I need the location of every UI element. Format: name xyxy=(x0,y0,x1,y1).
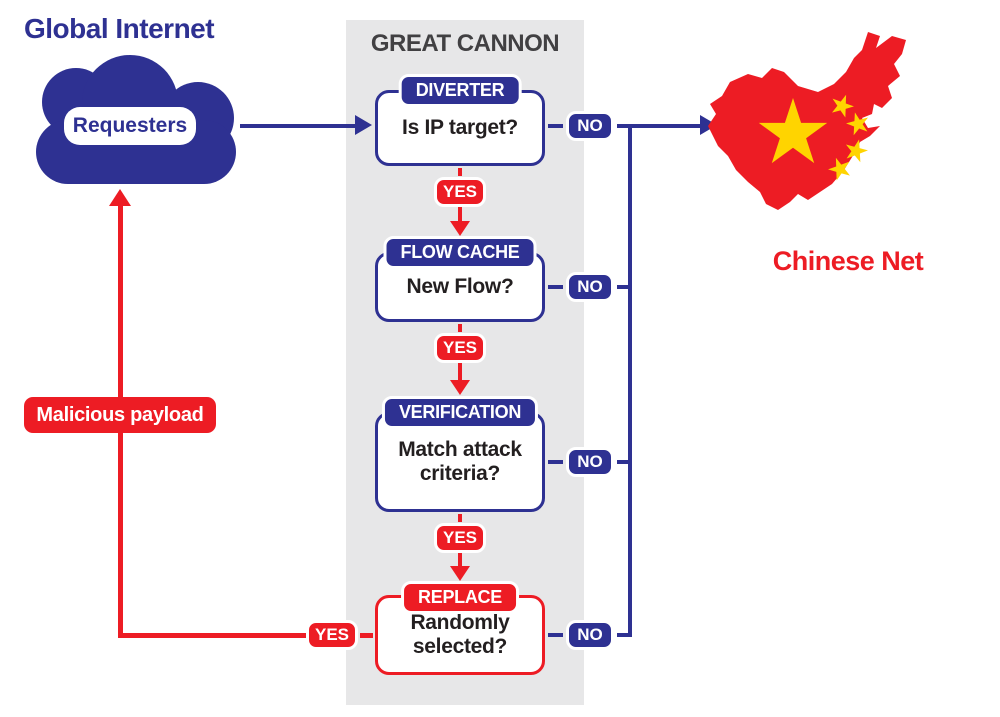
requesters-label: Requesters xyxy=(64,107,196,145)
no2-pill: NO xyxy=(566,272,614,302)
no1-to-china-line xyxy=(617,124,703,128)
no3-dash-right xyxy=(617,460,630,464)
yes1-pill: YES xyxy=(434,177,486,207)
small-star-1-icon xyxy=(832,94,854,118)
payload-horizontal-line xyxy=(118,633,308,638)
verification-header: VERIFICATION xyxy=(381,396,539,429)
no1-pill: NO xyxy=(566,111,614,141)
yes3-line xyxy=(458,553,462,566)
yes2-dash xyxy=(458,324,462,332)
malicious-payload-label: Malicious payload xyxy=(24,397,216,433)
flag-stars xyxy=(758,94,869,181)
cloud-to-diverter-line xyxy=(240,124,357,128)
verification-question: Match attack criteria? xyxy=(398,437,522,485)
yes4-dash xyxy=(360,633,373,638)
yes3-dash xyxy=(458,514,462,522)
cloud-to-diverter-arrowhead xyxy=(355,115,372,135)
diverter-question: Is IP target? xyxy=(402,115,518,139)
great-cannon-title: GREAT CANNON xyxy=(370,30,560,57)
no2-dash-right xyxy=(617,285,630,289)
yes3-pill: YES xyxy=(434,523,486,553)
payload-arrowhead xyxy=(109,189,131,206)
yes3-arrowhead xyxy=(450,566,470,581)
small-star-2-icon xyxy=(846,112,869,136)
china-map xyxy=(708,32,906,210)
small-star-3-icon xyxy=(845,139,868,163)
yes2-line xyxy=(458,363,462,380)
no1-dash xyxy=(548,124,563,128)
yes4-pill: YES xyxy=(306,620,358,650)
no4-dash-right xyxy=(617,633,632,637)
yes1-dash xyxy=(458,168,462,176)
replace-header: REPLACE xyxy=(401,581,519,614)
big-star-icon xyxy=(758,98,828,164)
no2-dash-left xyxy=(548,285,563,289)
no-collector-line xyxy=(628,124,632,637)
no3-pill: NO xyxy=(566,447,614,477)
flow-cache-question: New Flow? xyxy=(406,274,514,298)
diverter-header: DIVERTER xyxy=(398,74,522,107)
global-internet-title: Global Internet xyxy=(24,13,215,44)
yes2-pill: YES xyxy=(434,333,486,363)
small-star-4-icon xyxy=(828,157,850,181)
no4-pill: NO xyxy=(566,620,614,650)
no3-dash-left xyxy=(548,460,563,464)
yes1-line xyxy=(458,207,462,221)
no4-dash-left xyxy=(548,633,563,637)
yes1-arrowhead xyxy=(450,221,470,236)
replace-question: Randomly selected? xyxy=(410,610,510,658)
flow-cache-header: FLOW CACHE xyxy=(383,236,537,269)
chinese-net-label: Chinese Net xyxy=(772,246,924,276)
yes2-arrowhead xyxy=(450,380,470,395)
